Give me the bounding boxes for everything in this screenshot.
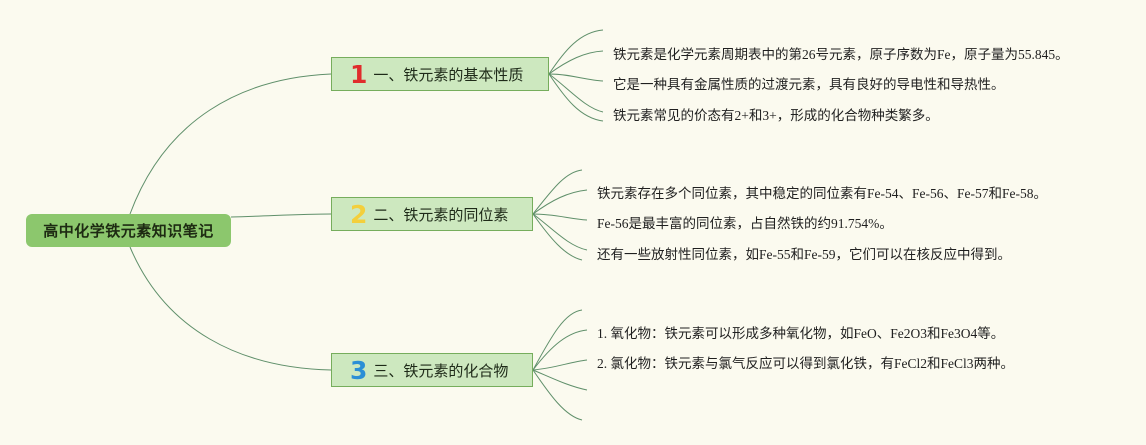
branch-3-label: 三、铁元素的化合物 (373, 361, 509, 380)
leaf-2-3[interactable]: 还有一些放射性同位素，如Fe-55和Fe-59，它们可以在核反应中得到。 (597, 247, 1011, 262)
leaf-2-2[interactable]: Fe-56是最丰富的同位素，占自然铁的约91.754%。 (597, 216, 893, 231)
leaf-1-3[interactable]: 铁元素常见的价态有2+和3+，形成的化合物种类繁多。 (613, 108, 939, 123)
leaf-1-1[interactable]: 铁元素是化学元素周期表中的第26号元素，原子序数为Fe，原子量为55.845。 (613, 47, 1069, 62)
branch-node-1[interactable]: 1 一、铁元素的基本性质 (331, 57, 549, 91)
branch-2-number-icon: 2 (350, 199, 368, 229)
branch-node-3[interactable]: 3 三、铁元素的化合物 (331, 353, 533, 387)
branch-1-number-icon: 1 (350, 59, 368, 89)
connector-root-branch-3 (129, 246, 332, 371)
leaf-1-2[interactable]: 它是一种具有金属性质的过渡元素，具有良好的导电性和导热性。 (613, 77, 1005, 92)
connectors-branch-2 (532, 169, 588, 261)
branch-node-2[interactable]: 2 二、铁元素的同位素 (331, 197, 533, 231)
connectors-branch-3 (532, 309, 588, 421)
connector-root-branch-2 (230, 213, 332, 218)
root-node[interactable]: 高中化学铁元素知识笔记 (26, 214, 231, 247)
leaf-3-2[interactable]: 2. 氯化物：铁元素与氯气反应可以得到氯化铁，有FeCl2和FeCl3两种。 (597, 356, 1015, 371)
leaf-2-1[interactable]: 铁元素存在多个同位素，其中稳定的同位素有Fe-54、Fe-56、Fe-57和Fe… (597, 186, 1047, 201)
branch-1-label: 一、铁元素的基本性质 (373, 65, 524, 84)
connector-root-branch-1 (129, 73, 332, 215)
root-node-label: 高中化学铁元素知识笔记 (43, 222, 214, 240)
leaf-3-1[interactable]: 1. 氧化物：铁元素可以形成多种氧化物，如FeO、Fe2O3和Fe3O4等。 (597, 326, 1005, 341)
connectors-branch-1 (548, 29, 604, 122)
branch-2-label: 二、铁元素的同位素 (373, 205, 509, 224)
branch-3-number-icon: 3 (350, 355, 368, 385)
